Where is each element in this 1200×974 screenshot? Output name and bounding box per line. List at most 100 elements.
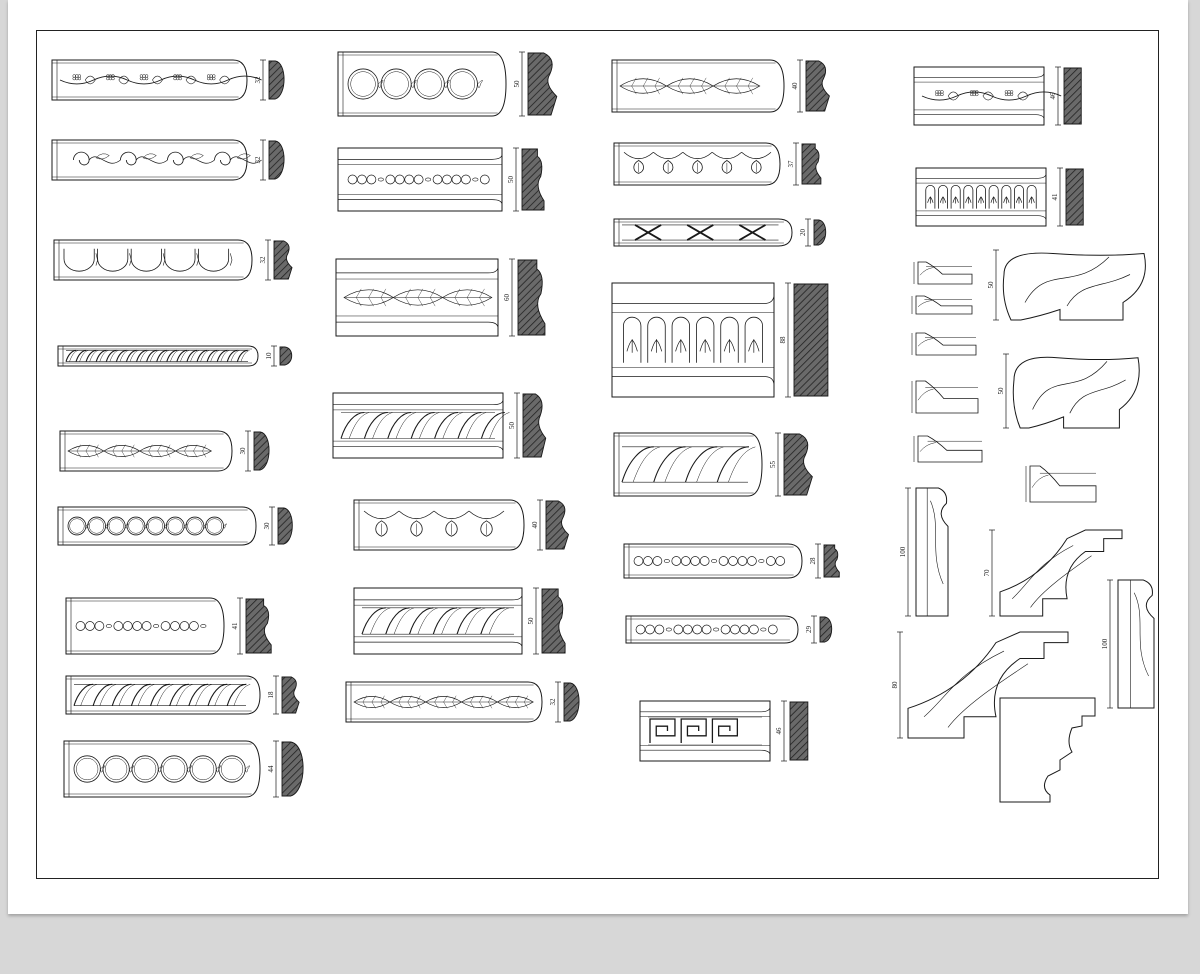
profile-m16: [563, 682, 580, 722]
small-corner-detail: [1025, 465, 1097, 503]
molding-m9: 44: [63, 740, 304, 798]
small-corner-detail: [913, 435, 983, 463]
molding-elevation: [353, 587, 523, 655]
dimension-m25-label: 46: [1049, 92, 1057, 100]
dimension-c4-label: 70: [983, 569, 991, 577]
molding-m22: 28: [623, 543, 840, 579]
profile-m15: [541, 588, 566, 654]
profile-m10: [527, 52, 558, 116]
dimension-m22: 28: [809, 543, 821, 579]
profile-m24: [789, 701, 809, 761]
dimension-m12: 60: [503, 258, 515, 337]
profile-m2: [268, 140, 285, 180]
corner-piece-c5: 100: [1101, 579, 1155, 709]
dimension-m20: 88: [779, 282, 791, 398]
dimension-m1: 32: [254, 59, 266, 101]
profile-m7: [245, 598, 272, 654]
dimension-m10: 50: [513, 51, 525, 117]
molding-m6: 30: [57, 506, 293, 546]
dimension-m21: 55: [769, 432, 781, 497]
dimension-m11-label: 50: [507, 176, 515, 184]
molding-elevation: [51, 59, 262, 101]
dimension-m25: 46: [1049, 66, 1061, 126]
molding-elevation: [611, 282, 775, 398]
molding-m13: 50: [332, 392, 547, 459]
molding-m12: 60: [335, 258, 546, 337]
dimension-m20-label: 88: [779, 336, 787, 344]
corner-piece-c3: 100: [899, 487, 949, 617]
dimension-m24: 46: [775, 700, 787, 762]
dimension-c1-label: 50: [987, 281, 995, 289]
small-corner-detail: [911, 332, 977, 356]
profile-m19: [813, 219, 827, 246]
moldings-layer: 3232321030304118445050605040503240372088…: [51, 51, 1084, 798]
molding-m19: 20: [613, 218, 827, 247]
dimension-c4: 70: [983, 529, 995, 617]
profile-m21: [783, 433, 813, 496]
dimension-m15: 50: [527, 587, 539, 655]
dimension-m8: 18: [267, 675, 279, 715]
profile-m25: [1063, 67, 1082, 125]
dimension-c5: 100: [1101, 579, 1113, 709]
dimension-m18-label: 37: [787, 160, 795, 168]
profile-m22: [823, 544, 840, 578]
corner-piece-c6: 80: [891, 631, 1069, 739]
dimension-m2-label: 32: [254, 156, 262, 164]
dimension-m4-label: 10: [265, 352, 273, 360]
profile-m1: [268, 60, 285, 100]
dimension-m11: 50: [507, 147, 519, 212]
profile-m3: [273, 240, 293, 280]
molding-elevation: [337, 51, 507, 117]
profile-m18: [801, 143, 822, 185]
molding-m21: 55: [613, 432, 813, 497]
corner-piece-c4: 70: [983, 529, 1123, 617]
molding-m15: 50: [353, 587, 566, 655]
molding-elevation: [51, 139, 262, 181]
dimension-m1-label: 32: [254, 76, 262, 84]
profile-m4: [279, 346, 293, 366]
dimension-m3-label: 32: [259, 256, 267, 264]
molding-elevation: [345, 681, 543, 723]
corner-bracket: [999, 697, 1096, 803]
dimension-m3: 32: [259, 239, 271, 281]
molding-m11: 50: [337, 147, 545, 212]
dimension-m13: 50: [508, 392, 520, 459]
profile-m11: [521, 148, 545, 211]
profile-m13: [522, 393, 547, 458]
dimension-m12-label: 60: [503, 294, 511, 302]
dimension-m8-label: 18: [267, 691, 275, 699]
dimension-c1: 50: [987, 249, 999, 321]
dimension-m17-label: 40: [791, 82, 799, 90]
profile-m5: [253, 431, 270, 471]
dimension-m23-label: 29: [805, 626, 813, 634]
dimension-c2: 50: [997, 353, 1009, 429]
profile-m9: [281, 741, 304, 797]
molding-elevation: [915, 167, 1047, 227]
molding-m18: 37: [613, 142, 822, 186]
molding-m26: 41: [915, 167, 1084, 227]
molding-elevation: [65, 597, 225, 655]
small-corner-detail: [913, 261, 973, 285]
profile-m8: [281, 676, 300, 714]
molding-elevation: [53, 239, 253, 281]
corner-piece-c1: 50: [987, 249, 1146, 321]
molding-elevation: [353, 499, 525, 551]
molding-elevation: [613, 142, 781, 186]
molding-m8: 18: [65, 675, 300, 715]
dimension-m19-label: 20: [799, 229, 807, 237]
dimension-c6: 80: [891, 631, 903, 739]
dimension-m13-label: 50: [508, 422, 516, 430]
dimension-m16: 32: [549, 681, 561, 723]
molding-elevation: [332, 392, 510, 459]
small-corner-detail: [911, 295, 973, 315]
dimension-m4: 10: [265, 345, 277, 367]
dimension-m18: 37: [787, 142, 799, 186]
dimension-m9: 44: [267, 740, 279, 798]
dimension-m5-label: 30: [239, 447, 247, 455]
profile-m6: [277, 507, 293, 545]
molding-m5: 30: [59, 430, 270, 472]
dimension-m6: 30: [263, 506, 275, 546]
dimension-m16-label: 32: [549, 698, 557, 706]
dimension-m2: 32: [254, 139, 266, 181]
dimension-m26-label: 41: [1051, 193, 1059, 201]
